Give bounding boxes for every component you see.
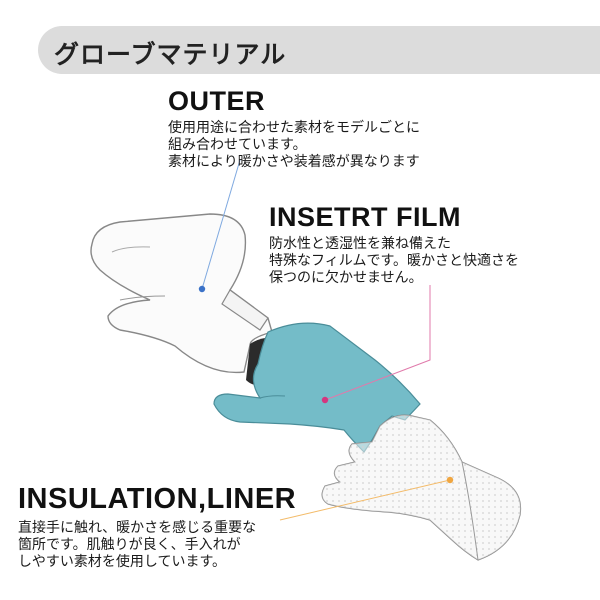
insulation-desc-line: 箇所です。肌触りが良く、手入れが — [18, 537, 241, 553]
insert-film-title: INSETRT FILM — [269, 202, 461, 232]
insulation-liner-title: INSULATION,LINER — [18, 483, 297, 515]
outer-title: OUTER — [168, 86, 265, 116]
insulation-liner-description: 直接手に触れ、暖かさを感じる重要な 箇所です。肌触りが良く、手入れが しやすい素… — [18, 520, 256, 571]
liner-glove — [321, 414, 522, 561]
insert-film-glove — [213, 322, 421, 453]
outer-description: 使用用途に合わせた素材をモデルごとに 組み合わせています。 素材により暖かさや装… — [168, 120, 420, 171]
film-desc-line: 防水性と透湿性を兼ね備えた — [269, 236, 451, 252]
outer-desc-line: 素材により暖かさや装着感が異なります — [168, 154, 420, 170]
film-desc-line: 特殊なフィルムです。暖かさと快適さを — [269, 253, 520, 269]
insulation-desc-line: 直接手に触れ、暖かさを感じる重要な — [18, 520, 257, 536]
insert-film-description: 防水性と透湿性を兼ね備えた 特殊なフィルムです。暖かさと快適さを 保つのに欠かせ… — [269, 236, 519, 287]
outer-leader — [198, 159, 241, 293]
film-leader — [321, 285, 431, 404]
insulation-leader — [279, 476, 454, 521]
outer-desc-line: 使用用途に合わせた素材をモデルごとに — [168, 120, 420, 136]
outer-desc-line: 組み合わせています。 — [168, 137, 307, 153]
film-desc-line: 保つのに欠かせません。 — [269, 270, 423, 286]
insulation-desc-line: しやすい素材を使用しています。 — [18, 554, 227, 570]
outer-glove — [90, 213, 273, 374]
section-header: グローブマテリアル — [38, 26, 600, 74]
header-title: グローブマテリアル — [54, 40, 287, 69]
